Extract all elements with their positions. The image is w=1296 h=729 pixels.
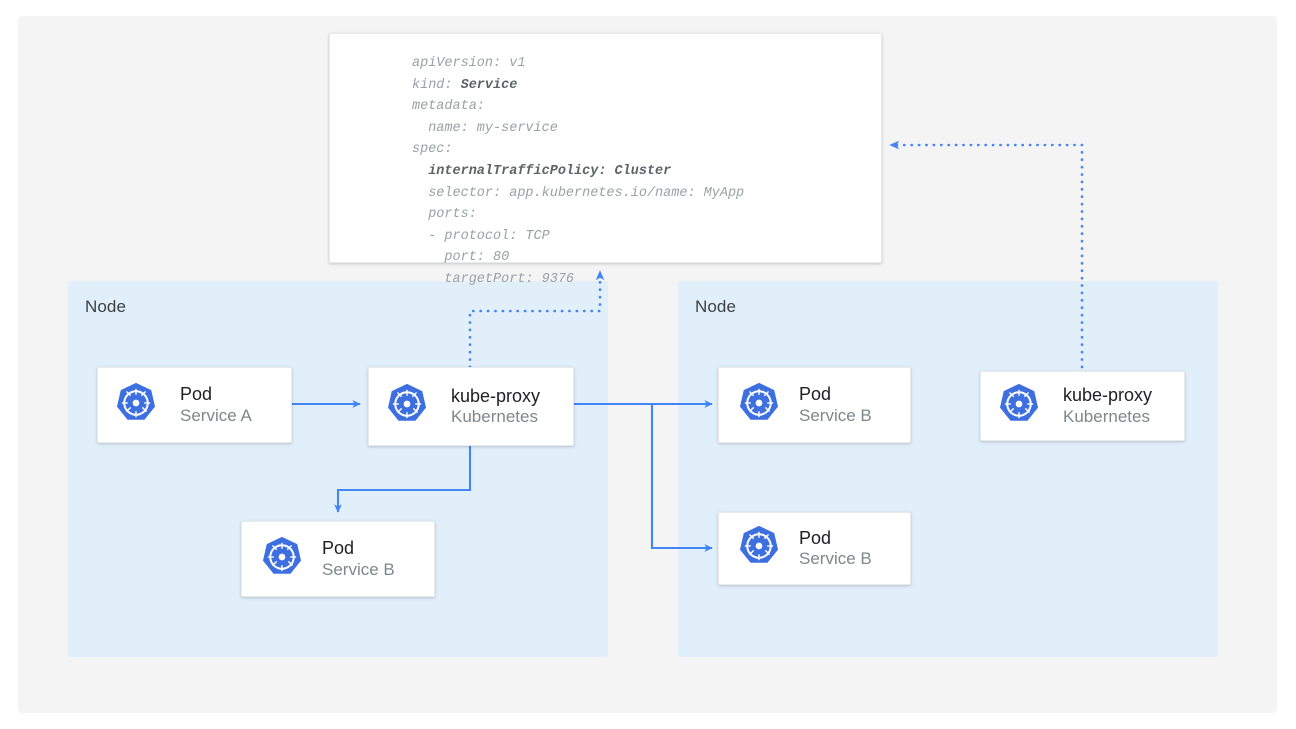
yaml-line-ports: ports: [412,207,477,223]
yaml-line-targetport: targetPort: 9376 [412,271,575,287]
card-pod-service-b-left[interactable]: Pod Service B [241,521,435,597]
card-kube-proxy-left[interactable]: kube-proxy Kubernetes [368,367,574,446]
kubernetes-icon [737,524,781,573]
card-pod-service-b-right-top[interactable]: Pod Service B [718,367,911,443]
yaml-line-kind-value: Service [460,77,518,93]
service-spec-yaml: apiVersion: v1 kind: Service metadata: n… [412,53,744,291]
card-title: Pod [799,384,832,405]
kubernetes-icon [260,535,304,584]
yaml-line-selector: selector: app.kubernetes.io/name: MyApp [412,185,745,201]
node-label-right: Node [695,297,737,316]
card-subtitle: Kubernetes [1063,406,1150,426]
kubernetes-icon [997,382,1041,431]
card-title: kube-proxy [1063,385,1153,406]
card-subtitle: Kubernetes [451,407,538,427]
card-title: Pod [322,538,355,559]
yaml-line-apiversion: apiVersion: v1 [412,56,526,71]
card-pod-service-a[interactable]: Pod Service A [97,367,292,443]
yaml-line-spec: spec: [412,142,453,158]
node-container-left [68,281,608,657]
yaml-line-port: port: 80 [412,250,510,266]
card-subtitle: Service B [322,559,395,579]
card-title: Pod [799,527,832,548]
node-container-right [678,281,1218,657]
card-pod-service-b-right-bottom[interactable]: Pod Service B [718,512,911,585]
card-subtitle: Service A [180,405,252,425]
card-title: Pod [180,384,213,405]
node-label-left: Node [85,297,127,316]
card-subtitle: Service B [799,405,872,425]
kubernetes-icon [385,382,429,431]
yaml-line-protocol: - protocol: TCP [412,228,550,244]
yaml-line-kind-key: kind: [412,77,461,93]
service-spec-card: apiVersion: v1 kind: Service metadata: n… [329,33,882,287]
card-subtitle: Service B [799,549,872,569]
kubernetes-icon [114,381,158,430]
yaml-line-name: name: my-service [412,120,558,136]
card-kube-proxy-right[interactable]: kube-proxy Kubernetes [980,371,1185,441]
yaml-line-internaltrafficpolicy: internalTrafficPolicy: Cluster [412,163,672,179]
card-title: kube-proxy [451,385,541,406]
kubernetes-icon [737,381,781,430]
yaml-line-metadata: metadata: [412,99,485,115]
